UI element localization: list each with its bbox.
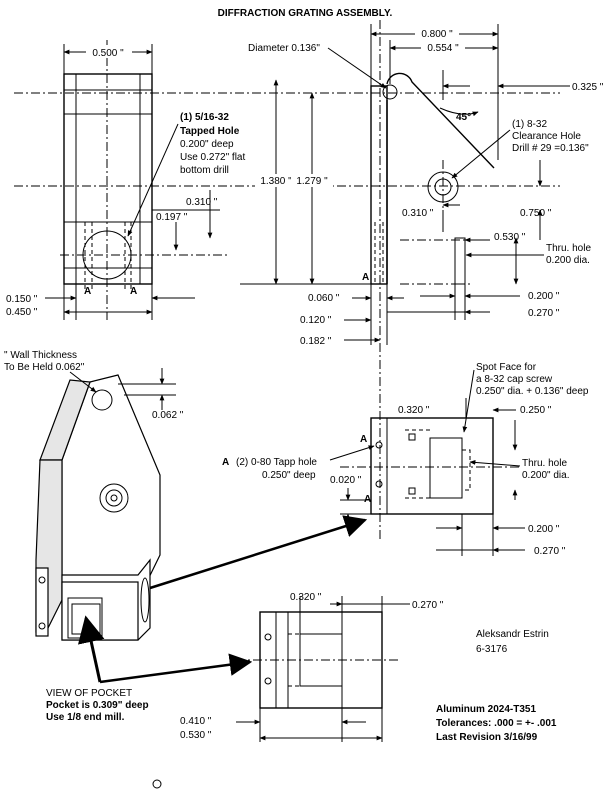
dim-0500: 0.500 " [92, 48, 124, 59]
dim-0060: 0.060 " [308, 293, 340, 304]
note-spot-2: a 8-32 cap screw [476, 374, 553, 385]
detail-view-a [340, 417, 520, 515]
note-thru1-1: Thru. hole [546, 243, 591, 254]
dim-0310-right: 0.310 " [402, 208, 434, 219]
detail-arrow [149, 515, 368, 590]
spec-material: Aluminum 2024-T351 [436, 704, 536, 715]
note-tapp-1: (2) 0-80 Tapp hole [236, 457, 317, 468]
dim-0200-top: 0.200 " [528, 291, 560, 302]
section-mark-a-2: A [130, 286, 137, 297]
note-thru2-2: 0.200" dia. [522, 470, 569, 481]
note-wall-2: To Be Held 0.062" [4, 362, 85, 373]
dim-0250: 0.250 " [520, 405, 552, 416]
front-view [60, 40, 230, 320]
section-mark-a-6: A [222, 457, 229, 468]
note-pocket-2: Pocket is 0.309" deep [46, 700, 149, 711]
dim-0750: 0.750 " [520, 208, 552, 219]
spec-revision: Last Revision 3/16/99 [436, 732, 538, 743]
note-tapped-2: Tapped Hole [180, 126, 240, 137]
note-wall-1: " Wall Thickness [4, 350, 77, 361]
note-clear-3: Drill # 29 =0.136" [512, 143, 589, 154]
pocket-arrow-up [78, 615, 105, 683]
dim-0270-pocket: 0.270 " [412, 600, 444, 611]
note-tapped-5: bottom drill [180, 165, 229, 176]
drawing-title: DIFFRACTION GRATING ASSEMBLY. [218, 8, 393, 19]
pocket-arrow-right [99, 653, 253, 684]
dim-0200-mid: 0.200 " [528, 524, 560, 535]
isometric-view [35, 374, 161, 641]
dim-0530-top: 0.530 " [494, 232, 526, 243]
dim-0410: 0.410 " [180, 716, 212, 727]
note-tapped-4: Use 0.272" flat [180, 152, 245, 163]
dim-0320-mid: 0.320 " [398, 405, 430, 416]
dim-0182: 0.182 " [300, 336, 332, 347]
note-clear-2: Clearance Hole [512, 131, 581, 142]
dim-0320-pocket: 0.320 " [290, 592, 322, 603]
author-name: Aleksandr Estrin [476, 629, 549, 640]
dim-0120: 0.120 " [300, 315, 332, 326]
side-view [370, 85, 388, 285]
dim-0062: 0.062 " [152, 410, 184, 421]
note-thru1-2: 0.200 dia. [546, 255, 590, 266]
note-tapp-2: 0.250" deep [262, 470, 316, 481]
note-spot-3: 0.250" dia. + 0.136" deep [476, 386, 589, 397]
dim-0270-mid: 0.270 " [534, 546, 566, 557]
section-mark-a-1: A [84, 286, 91, 297]
section-mark-a-3: A [362, 272, 369, 283]
dim-0310-left: 0.310 " [186, 197, 218, 208]
note-thru2-1: Thru. hole [522, 458, 567, 469]
note-pocket-3: Use 1/8 end mill. [46, 712, 125, 723]
author-phone: 6-3176 [476, 644, 508, 655]
dim-1279: 1.279 " [296, 176, 328, 187]
pocket-view [236, 611, 400, 709]
section-mark-a-4: A [360, 434, 367, 445]
dim-0530-pocket: 0.530 " [180, 730, 212, 741]
dim-0450: 0.450 " [6, 307, 38, 318]
dim-0800: 0.800 " [421, 29, 453, 40]
page-mark-circle [152, 779, 162, 789]
dim-0270-top: 0.270 " [528, 308, 560, 319]
dim-0150: 0.150 " [6, 294, 38, 305]
note-tapped-1: (1) 5/16-32 [180, 112, 229, 123]
dim-0554: 0.554 " [427, 43, 459, 54]
profile-view [382, 72, 495, 285]
dim-angle-45: 45° [456, 112, 471, 123]
note-spot-1: Spot Face for [476, 362, 537, 373]
note-pocket-title: VIEW OF POCKET [46, 688, 132, 699]
dim-0197: 0.197 " [156, 212, 188, 223]
note-tapped-3: 0.200" deep [180, 139, 234, 150]
dim-0020: 0.020 " [330, 475, 362, 486]
dim-0325: 0.325 " [572, 82, 604, 93]
spec-tolerances: Tolerances: .000 = +- .001 [436, 718, 557, 729]
note-clear-1: (1) 8-32 [512, 119, 547, 130]
dim-1380: 1.380 " [260, 176, 292, 187]
note-diameter: Diameter 0.136" [248, 43, 320, 54]
